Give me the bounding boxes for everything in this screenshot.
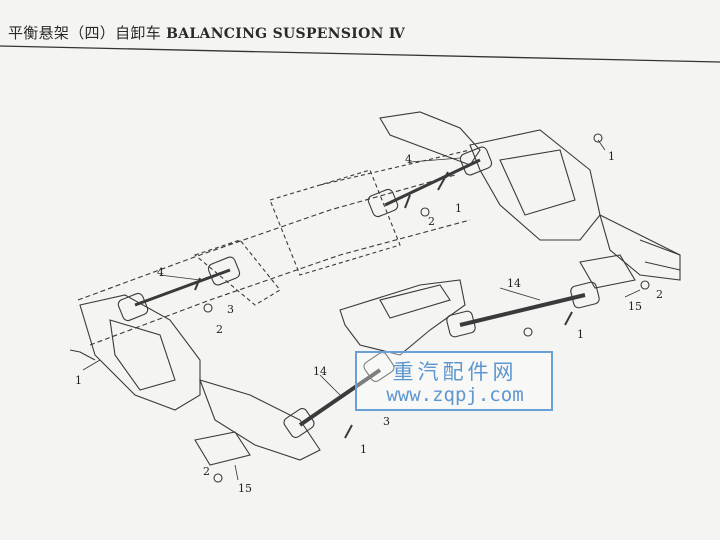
front-axle-shaft-stub (69, 349, 96, 361)
callout-2-front-nut: 2 (216, 323, 223, 336)
callout-1-rear-bolt: 1 (455, 202, 462, 215)
torque-rod-rear-bushing-left (367, 188, 399, 218)
torque-rod-front-bushing-right (207, 256, 241, 286)
watermark-box: 重汽配件网 www.zqpj.com (355, 351, 553, 411)
callout-2-front-plate: 2 (203, 465, 210, 478)
nut-6 (593, 133, 603, 143)
frame-bracket-center (269, 169, 401, 276)
spring-seat-plate-rear (579, 254, 636, 289)
callout-4-rear: 4 (405, 153, 412, 166)
frame-rail-left-lower (89, 219, 471, 346)
callout-4-front: 4 (157, 266, 164, 279)
lower-rod-rear-bushing-right (570, 281, 600, 309)
callout-labels: 1 4 1 2 4 3 2 14 2 15 1 1 14 3 1 2 15 (75, 150, 663, 495)
callout-2-rear-plate: 2 (656, 288, 663, 301)
front-axle-center (109, 319, 176, 391)
center-trunnion-bracket (339, 279, 466, 356)
nut-4 (213, 473, 223, 483)
upper-torque-rod-rear (384, 158, 481, 207)
leader-2a (597, 139, 606, 151)
page-header: 平衡悬架（四）自卸车 BALANCING SUSPENSION Ⅳ (8, 22, 405, 43)
callout-1-front-lower: 1 (360, 443, 367, 456)
leader-14b (319, 374, 341, 396)
rear-axle-hub-right (599, 213, 681, 281)
center-bracket-face (379, 284, 451, 319)
rear-axle-hub-left (379, 111, 481, 166)
callout-15-rear: 15 (628, 300, 642, 313)
callout-3-front-lower: 3 (383, 415, 390, 428)
callout-1-front-axle: 1 (75, 374, 82, 387)
rear-axle-center (499, 149, 576, 216)
header-rule (0, 45, 720, 63)
callout-14-rear: 14 (507, 277, 521, 290)
frame-bracket-left (193, 239, 281, 306)
mounting-bolts (194, 171, 573, 439)
lower-rod-front-bushing-left (283, 408, 315, 438)
callout-15-front: 15 (238, 482, 252, 495)
nut-5 (640, 280, 650, 290)
leader-4a (409, 157, 461, 163)
diagram-linework (69, 111, 681, 483)
leader-15a (624, 289, 641, 298)
watermark-title: 重汽配件网 (392, 360, 518, 384)
leader-1a (82, 359, 101, 371)
nut-3 (523, 327, 533, 337)
callout-1-rear-lower: 1 (577, 328, 584, 341)
leader-4b (159, 274, 201, 281)
header-title-cn: 平衡悬架（四）自卸车 (8, 24, 162, 42)
callout-2-rear-top: 1 (608, 150, 615, 163)
header-title-en: BALANCING SUSPENSION Ⅳ (166, 26, 406, 42)
nut-1 (420, 207, 430, 217)
callout-2-rear-nut: 2 (428, 215, 435, 228)
lower-rod-front-bushing-right (363, 352, 395, 382)
leader-14a (499, 287, 541, 301)
callout-14-front: 14 (313, 365, 327, 378)
front-axle-hub (199, 379, 321, 461)
upper-torque-rod-front (134, 268, 231, 307)
front-axle-housing (79, 294, 201, 411)
lower-torque-rod-rear (459, 293, 586, 327)
torque-rod-front-bushing-left (117, 292, 149, 322)
nut-2 (203, 303, 213, 313)
frame-crossmember (319, 149, 471, 186)
torque-rod-rear-bushing-right (459, 146, 493, 176)
lower-torque-rod-front (298, 368, 382, 427)
callout-3-front: 3 (227, 303, 234, 316)
rear-axle-housing (469, 129, 601, 241)
watermark-url: www.zqpj.com (386, 384, 524, 406)
lower-rod-rear-bushing-left (446, 310, 476, 338)
rear-axle-flange (639, 239, 681, 271)
leader-lines (82, 139, 641, 481)
spring-seat-plate-front (194, 431, 251, 466)
frame-rail-left-upper (77, 174, 456, 301)
leader-15b (234, 464, 239, 481)
